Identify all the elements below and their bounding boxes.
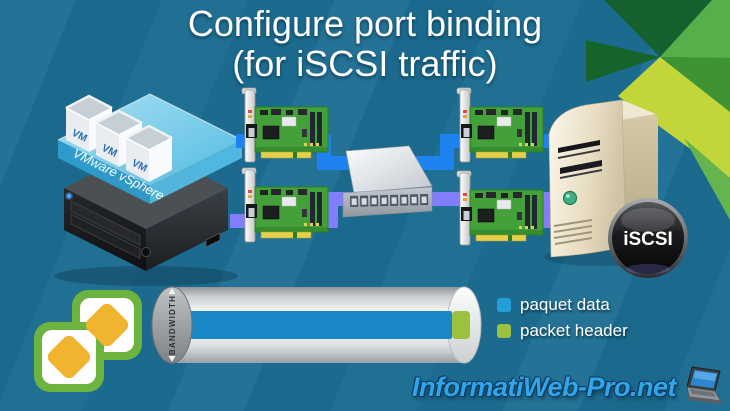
bandwidth-pipe: BANDWIDTH	[151, 286, 482, 364]
nic-card-bottom-left	[241, 167, 329, 243]
drive-bay	[70, 213, 141, 260]
power-led	[66, 193, 72, 199]
arrow-down-icon	[168, 356, 176, 362]
network-switch	[342, 145, 433, 218]
vsphere-logo-icon	[34, 290, 142, 392]
corner-triangle	[604, 0, 712, 57]
corner-triangle	[618, 57, 730, 178]
bandwidth-axis-label: BANDWIDTH	[168, 295, 177, 355]
iscsi-badge: iSCSI	[608, 198, 688, 278]
vmware-host-server: VMware vSphere VM VM	[54, 93, 243, 286]
nic-card-top-left	[241, 87, 329, 163]
vm-cube: VM	[125, 124, 173, 182]
legend-swatch-blue	[497, 298, 511, 312]
bandwidth-bar-data	[190, 311, 452, 339]
power-button	[562, 190, 578, 206]
knob	[141, 247, 151, 257]
iscsi-badge-label: iSCSI	[623, 229, 673, 250]
legend-swatch-green	[497, 324, 511, 338]
legend-label: paquet data	[520, 295, 610, 314]
drive-slot	[558, 140, 600, 153]
title-line-2: (for iSCSI traffic)	[232, 42, 498, 84]
vent-lines	[553, 219, 593, 245]
bandwidth-bar-header	[452, 311, 470, 339]
corner-triangle	[684, 138, 730, 220]
arrow-up-icon	[168, 288, 176, 294]
drive-bay	[70, 200, 141, 247]
corner-triangle	[586, 40, 660, 82]
title-line-1: Configure port binding	[187, 3, 543, 44]
nic-card-top-right	[456, 87, 544, 163]
corner-triangle	[660, 0, 730, 58]
switch-top	[345, 145, 433, 194]
laptop-icon	[686, 366, 722, 404]
vmware-corner-decoration	[586, 0, 730, 220]
page-title: Configure port binding (for iSCSI traffi…	[0, 4, 730, 83]
legend-item-paquet-data: paquet data	[497, 295, 628, 315]
pipe-left-cap	[151, 286, 193, 364]
drive-slot	[560, 160, 602, 174]
switch-ports	[350, 193, 429, 207]
usb-port	[205, 232, 221, 248]
legend-item-packet-header: packet header	[497, 321, 628, 341]
host-shadow	[54, 266, 238, 286]
host-side-face	[146, 188, 228, 271]
legend: paquet data packet header	[497, 295, 628, 341]
watermark-text: InformatiWeb-Pro.net	[411, 372, 677, 402]
nic-card-bottom-right	[456, 170, 544, 246]
legend-label: packet header	[520, 321, 628, 340]
watermark: InformatiWeb-Pro.net	[412, 365, 724, 407]
